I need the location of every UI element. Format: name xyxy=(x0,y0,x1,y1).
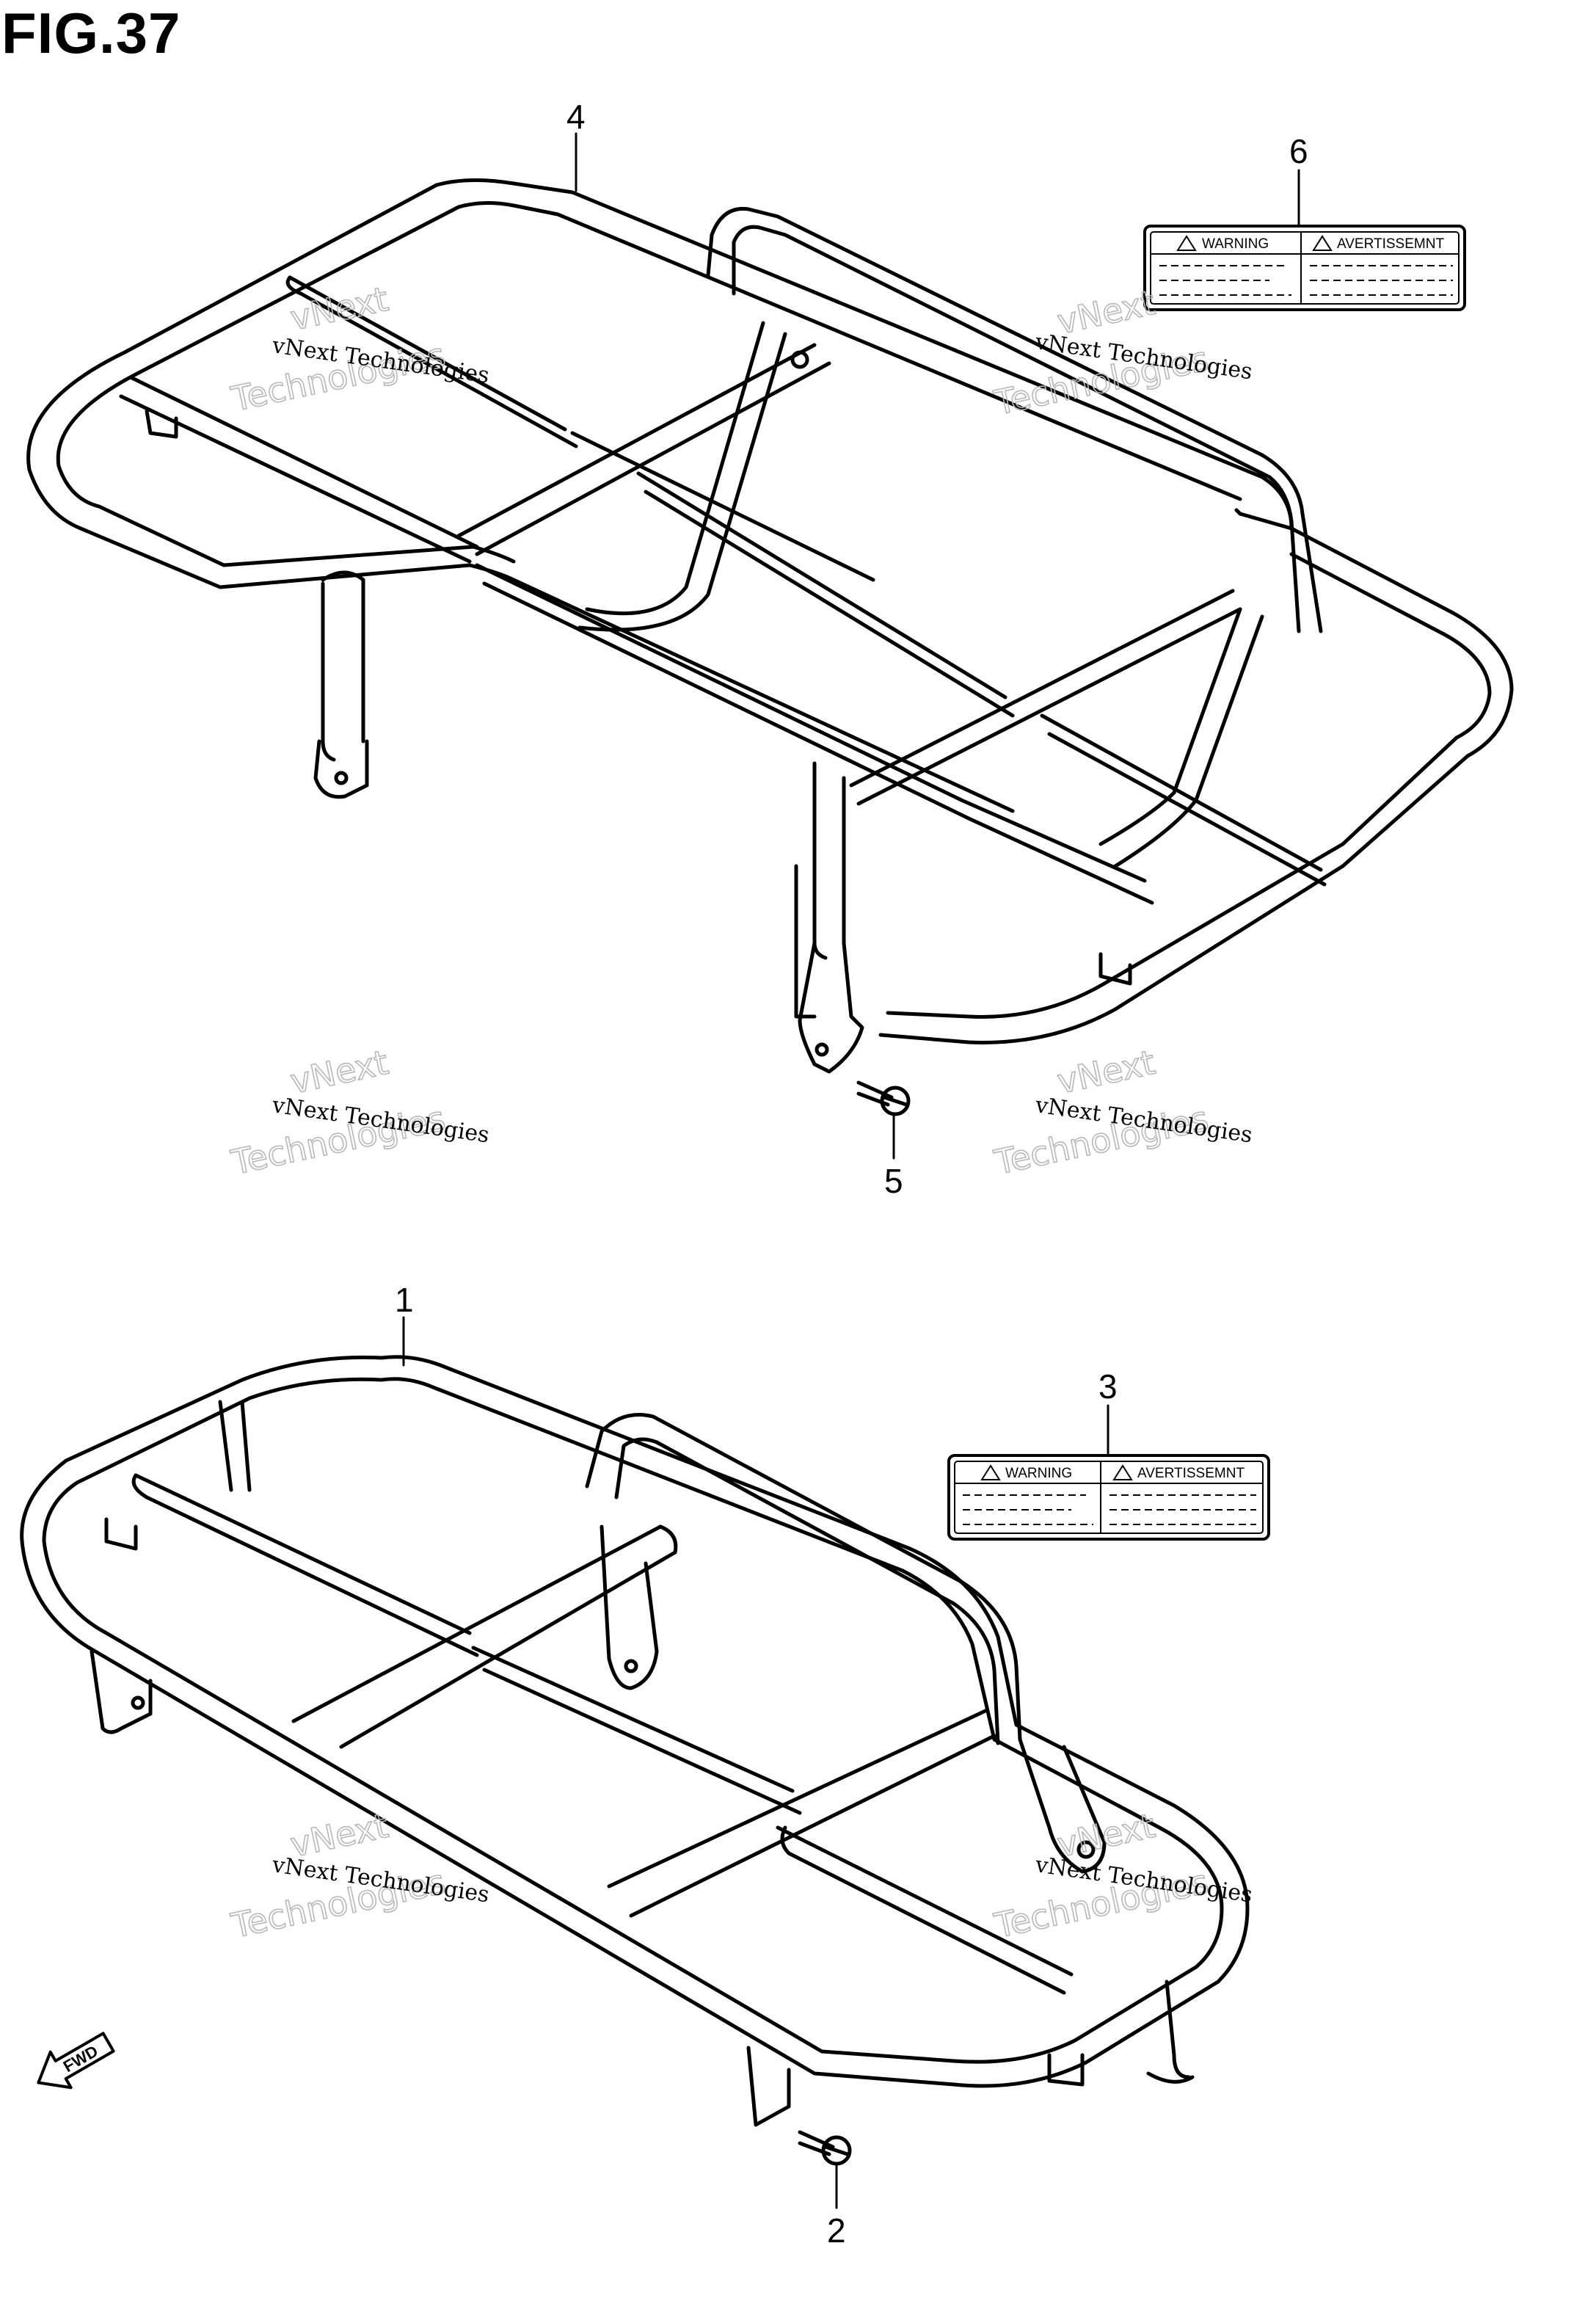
lower-rack xyxy=(20,1355,1250,2127)
warning-label-6: WARNING AVERTISSEMNT xyxy=(1143,225,1466,311)
label-avertissement-text: AVERTISSEMNT xyxy=(1337,236,1444,252)
bolt-2 xyxy=(798,2130,852,2166)
label-warning-text: WARNING xyxy=(1202,236,1269,252)
callout-5: 5 xyxy=(884,1162,903,1200)
watermark-top-left: vNext Technologies vNext Technologies xyxy=(227,278,491,420)
callout-3: 3 xyxy=(1098,1367,1118,1406)
watermark-outline-line2: vNext xyxy=(1054,1042,1159,1102)
warning-triangle-icon xyxy=(1112,1464,1133,1480)
fwd-arrow-icon: FWD xyxy=(37,2032,115,2090)
callout-1: 1 xyxy=(395,1281,414,1319)
callout-2: 2 xyxy=(827,2211,846,2250)
warning-triangle-icon xyxy=(1312,235,1333,251)
watermark-mid-left: vNext Technologies vNext Technologies xyxy=(227,1042,491,1183)
watermark-outline-line2: vNext xyxy=(287,1042,392,1102)
warning-triangle-icon xyxy=(1176,235,1197,251)
watermark-bottom-left: vNext Technologies vNext Technologies xyxy=(227,1805,491,1946)
upper-rack xyxy=(26,178,1514,1074)
callout-6: 6 xyxy=(1289,132,1308,170)
figure-title: FIG.37 xyxy=(1,1,181,65)
watermark-mid-right: vNext Technologies vNext Technologies xyxy=(990,1042,1254,1183)
bolt-5 xyxy=(856,1080,911,1116)
warning-label-3: WARNING AVERTISSEMNT xyxy=(947,1454,1270,1541)
label-warning-text: WARNING xyxy=(1005,1466,1072,1481)
label-avertissement-text: AVERTISSEMNT xyxy=(1137,1466,1245,1481)
callout-4: 4 xyxy=(566,98,586,136)
warning-triangle-icon xyxy=(980,1464,1001,1480)
